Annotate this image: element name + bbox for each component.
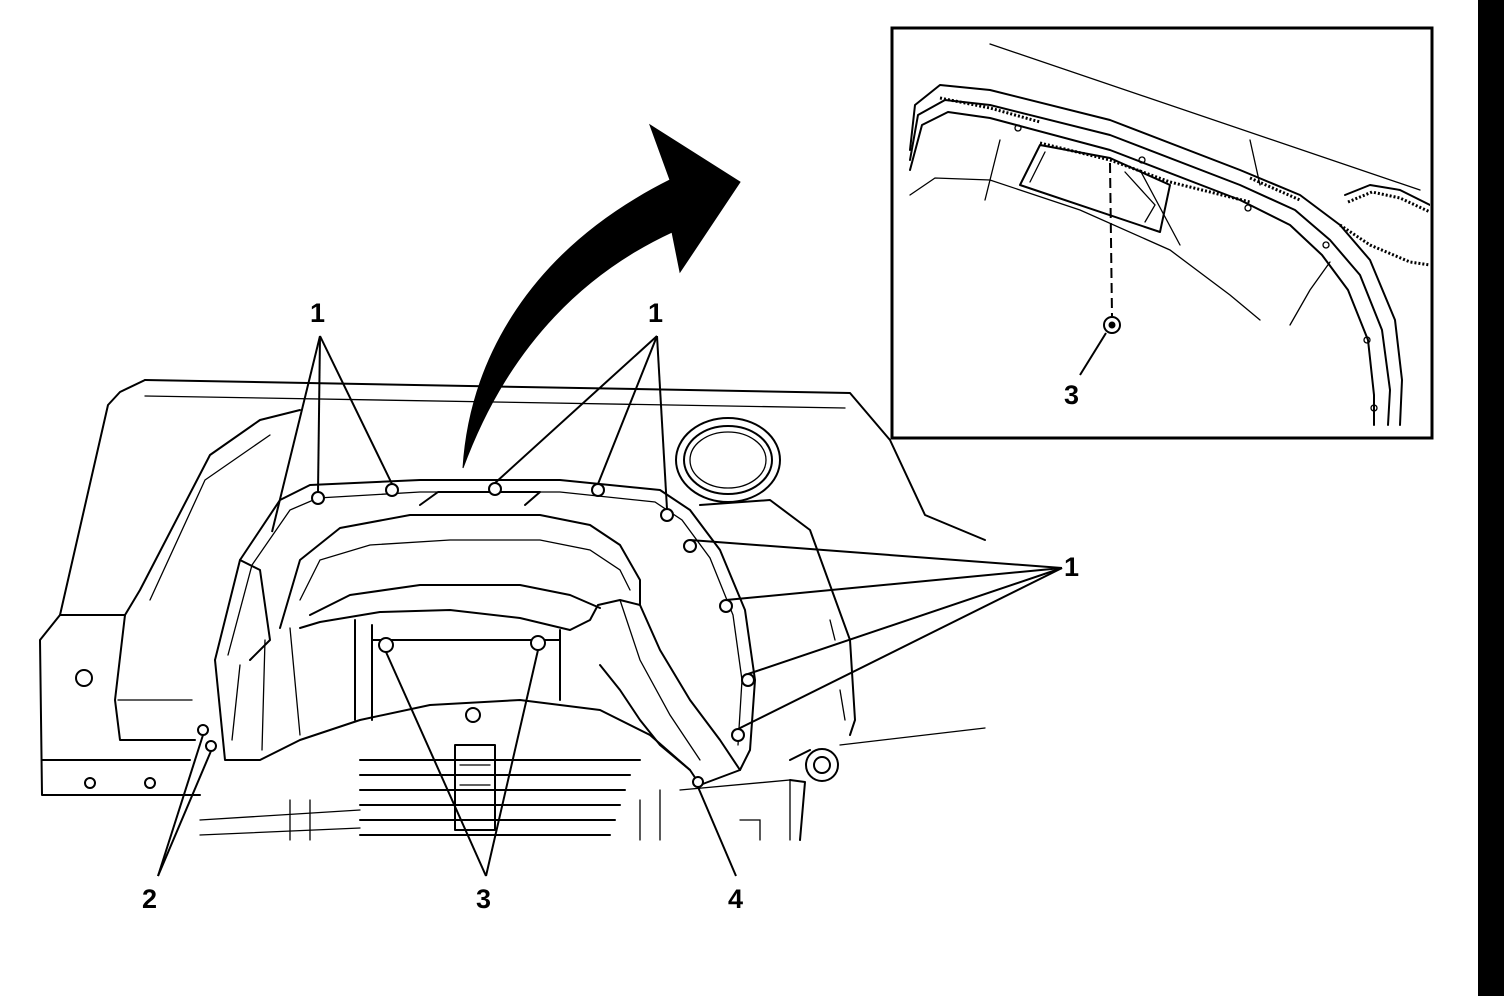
inset-liner-lower (1289, 261, 1331, 326)
quarter-panel-inner-edge (144, 395, 846, 409)
rear-panel-edge (699, 499, 856, 736)
inset-body-line (989, 43, 1421, 191)
round-recess-core (689, 431, 767, 489)
panel-front-section (59, 409, 301, 616)
liner-left-pocket (239, 559, 271, 661)
liner-outer-flange (214, 479, 756, 786)
liner-arch-band (299, 539, 631, 601)
bracket-bolt-outer (805, 748, 839, 782)
frame-rail-left (354, 619, 373, 721)
liner-arch-top (279, 514, 641, 631)
inset-liner-diag (984, 139, 1261, 246)
inset-flange-inner (909, 111, 1375, 426)
round-recess-inner (683, 425, 773, 495)
strut-mount (465, 707, 481, 723)
inset-frame (890, 26, 1434, 440)
rear-panel-detail (829, 619, 846, 721)
callout-1-right: 1 (1064, 552, 1079, 582)
inset-view: 3 (890, 26, 1434, 440)
callout-3: 3 (476, 884, 491, 914)
quarter-panel-outline (144, 379, 986, 541)
inset-hole (1014, 124, 1022, 132)
right-edge-bar (1478, 0, 1504, 996)
main-view: 1 1 1 2 3 4 (39, 123, 1079, 914)
panel-front-lower (114, 614, 196, 741)
inset-tab-inner (1029, 151, 1156, 223)
liner-arch-opening (309, 584, 601, 616)
inset-round-recess-inner (1347, 190, 1430, 214)
inset-hole (1370, 404, 1378, 412)
liner-fasteners-front (197, 724, 217, 752)
inset-round-recess-lower (1339, 223, 1430, 267)
callout-2: 2 (142, 884, 157, 914)
inset-flange-mid (909, 99, 1391, 426)
panel-hole (84, 777, 96, 789)
leader-lines (157, 335, 1063, 877)
panel-front-ridge (149, 434, 271, 601)
liner-right-wall (639, 604, 741, 771)
liner-flange-inner (227, 491, 743, 746)
curved-arrow-icon (462, 123, 741, 469)
strut-body (454, 744, 496, 831)
inset-hole (1138, 156, 1146, 164)
inset-callout-3: 3 (1064, 380, 1079, 410)
inset-hole (1244, 204, 1252, 212)
liner-left-wall (214, 659, 691, 771)
underbody-right-edge (839, 727, 986, 746)
callout-1-top-left: 1 (310, 298, 325, 328)
liner-top-tab (419, 491, 541, 506)
panel-hole (75, 669, 93, 687)
inset-seam-hatch (1039, 141, 1251, 204)
inset-flange-outer (909, 84, 1403, 426)
inset-seam-dots (939, 96, 1301, 202)
liner-right-wall-inner (619, 599, 701, 761)
callout-4: 4 (728, 884, 743, 914)
callout-1-top-right: 1 (648, 298, 663, 328)
liner-fastener-lower (692, 776, 704, 788)
quarter-panel-top-edge (39, 379, 201, 796)
liner-left-wall-inner (231, 627, 301, 751)
inset-dashed-leader (1109, 162, 1113, 317)
bracket-bolt-inner (813, 756, 831, 774)
round-recess-outer (675, 417, 781, 503)
inset-leader-3 (1079, 332, 1107, 376)
panel-hole (144, 777, 156, 789)
liner-fasteners-top (311, 482, 674, 522)
inset-fastener-inner (1108, 321, 1116, 329)
inset-round-recess (1344, 184, 1430, 206)
liner-fasteners-right (683, 539, 755, 742)
inset-liner-surface (909, 177, 1261, 321)
bracket-arm (789, 749, 811, 841)
inset-hole (1322, 241, 1330, 249)
inset-hole (1363, 336, 1371, 344)
liner-fasteners-inner (378, 635, 546, 653)
strut-detail (459, 764, 491, 806)
